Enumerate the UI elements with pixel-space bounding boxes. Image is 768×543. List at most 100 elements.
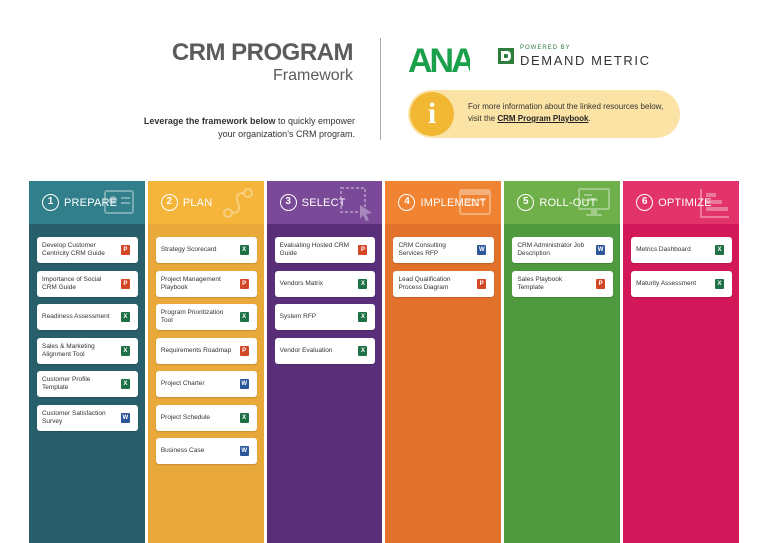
resource-label: Sales & Marketing Alignment Tool [42, 342, 95, 358]
resource-card[interactable]: CRM Consulting Services RFP W [393, 237, 495, 263]
step-number: 4 [398, 194, 416, 211]
info-icon: i [410, 92, 454, 136]
step-number: 3 [279, 194, 297, 211]
resource-label: CRM Consulting Services RFP [398, 242, 446, 257]
powerpoint-file-icon: P [596, 278, 606, 289]
prepare-decorative-icon [103, 190, 134, 214]
resource-card[interactable]: Evaluating Hosted CRM Guide P [274, 237, 376, 263]
column-body-select: Evaluating Hosted CRM Guide P Vendors Matr… [267, 227, 383, 543]
powered-by-label: POWERED BY [520, 45, 571, 51]
resource-card[interactable]: Customer Satisfaction Survey W [37, 404, 138, 431]
resource-card[interactable]: Project Management Playbook P [155, 270, 257, 297]
resource-label: Importance of Social CRM Guide [42, 275, 102, 291]
subtitle-rest: to quickly empower your organization’s C… [218, 116, 355, 139]
step-name: ROLL-OUT [539, 196, 597, 209]
resource-label: Business Case [160, 447, 205, 454]
resource-label: Evaluating Hosted CRM Guide [279, 242, 350, 257]
resource-label: Project Charter [160, 380, 205, 387]
column-body-implement: CRM Consulting Services RFP W Lead Qualifi… [385, 227, 501, 543]
demand-metric-icon [498, 48, 514, 64]
resource-label: Develop Customer Centricity CRM Guide [42, 242, 105, 257]
step-number: 1 [42, 194, 59, 211]
info-text-after: . [588, 114, 591, 123]
resource-label: Customer Profile Template [42, 376, 91, 391]
resource-label: Strategy Scorecard [160, 246, 217, 253]
excel-file-icon: X [358, 312, 368, 322]
subtitle-bold: Leverage the framework below [143, 116, 276, 126]
word-file-icon: W [596, 245, 606, 255]
step-number: 6 [636, 194, 654, 211]
column-body-rollout: CRM Administrator Job Description W Sales … [504, 227, 620, 543]
header-divider [380, 38, 381, 140]
step-number: 5 [517, 194, 535, 211]
resource-label: CRM Administrator Job Description [517, 242, 585, 257]
resource-label: Project Management Playbook [160, 275, 221, 291]
select-decorative-icon [340, 187, 373, 221]
powerpoint-file-icon: P [239, 278, 249, 289]
brand-name: DEMAND METRIC [520, 53, 651, 68]
resource-label: Vendor Evaluation [279, 346, 333, 354]
column-header-select: 3 SELECT [266, 181, 383, 224]
excel-file-icon: X [239, 412, 249, 423]
column-rollout: 5 ROLL-OUT CRM Administrator Job Descripti… [504, 181, 621, 543]
playbook-link[interactable]: CRM Program Playbook [497, 114, 589, 123]
title-line2: Framework [272, 67, 353, 84]
excel-file-icon: X [120, 312, 130, 322]
powerpoint-file-icon: P [358, 245, 368, 255]
column-header-optimize: 6 OPTIMIZE [623, 181, 739, 224]
resource-label: Requirements Roadmap [160, 346, 232, 354]
excel-file-icon: X [358, 345, 368, 356]
demand-metric-logo: POWERED BY DEMAND METRIC [498, 45, 678, 69]
column-select: 3 SELECT Evaluating Hosted CRM Guide P Vendo… [266, 181, 383, 543]
powerpoint-file-icon: P [120, 278, 130, 289]
ana-logo-text: ANA [408, 42, 470, 76]
info-text: For more information about the linked re… [468, 101, 673, 125]
resource-card[interactable]: CRM Administrator Job Description W [512, 237, 614, 263]
step-name: SELECT [301, 196, 346, 209]
page-subtitle: Leverage the framework below to quickly … [140, 115, 355, 141]
resource-card[interactable]: Strategy Scorecard X [155, 237, 257, 263]
resource-card[interactable]: Importance of Social CRM Guide P [37, 270, 138, 297]
word-file-icon: W [477, 245, 487, 255]
resource-card[interactable]: Project Charter W [155, 371, 257, 397]
powerpoint-file-icon: P [239, 345, 249, 356]
excel-file-icon: X [714, 278, 724, 289]
info-text-before: For more information about the linked re… [468, 102, 664, 123]
column-header-rollout: 5 ROLL-OUT [504, 181, 621, 224]
page-title: CRM PROGRAM Framework [150, 40, 354, 86]
step-name: OPTIMIZE [658, 196, 712, 209]
excel-file-icon: X [714, 245, 724, 255]
plan-decorative-icon [222, 188, 253, 218]
resource-card[interactable]: Vendor Evaluation X [274, 337, 376, 364]
implement-decorative-icon [459, 189, 492, 215]
resource-label: Vendors Matrix [279, 279, 324, 287]
excel-file-icon: X [239, 245, 249, 255]
resource-card[interactable]: Requirements Roadmap P [155, 337, 257, 364]
word-file-icon: W [120, 412, 130, 423]
rollout-decorative-icon [578, 188, 611, 216]
word-file-icon: W [239, 379, 249, 389]
resource-label: Customer Satisfaction Survey [42, 409, 106, 425]
